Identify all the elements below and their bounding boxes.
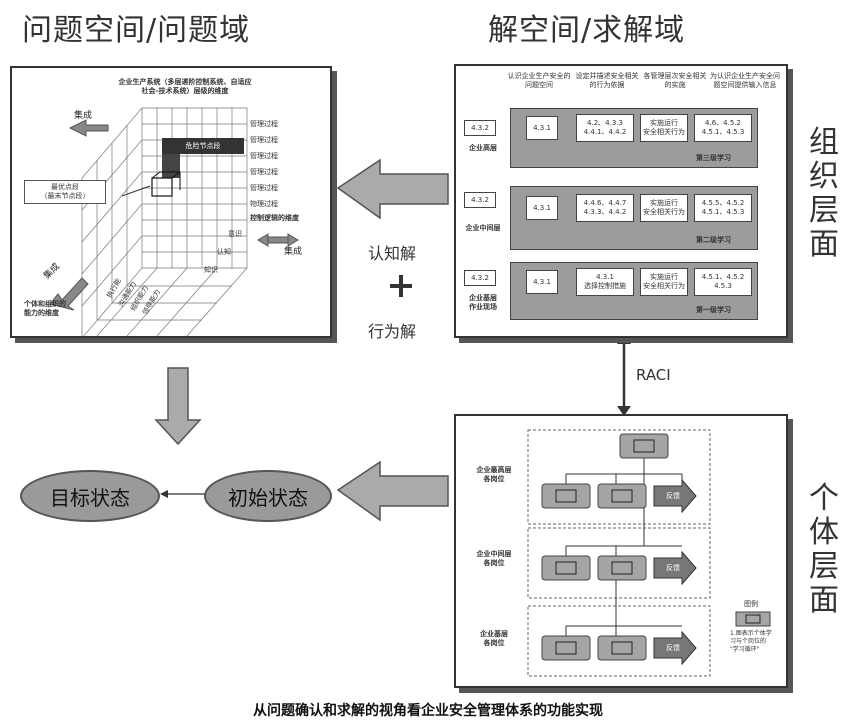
- process-label: 管理过程: [250, 168, 278, 176]
- org-cell: 4.5.1、4.5.2 4.5.3: [694, 268, 752, 296]
- process-label: 管理过程: [250, 184, 278, 192]
- initial-state: 初始状态: [204, 470, 332, 522]
- org-side-label: 企业高层: [469, 144, 497, 152]
- org-cell: 实施运行 安全相关行为: [640, 114, 688, 142]
- jicheng-right-label: 集成: [284, 247, 303, 257]
- cube-grid: [49, 107, 299, 336]
- org-side-label: 企业基层 作业现场: [469, 294, 497, 311]
- org-cell: 4.3.1: [526, 196, 558, 220]
- org-level-panel: 认识企业生产安全的问题空间 设定并描述安全相关的行为依据 各管理层次安全相关的实…: [454, 64, 788, 338]
- org-row: 4.3.2 企业基层 作业现场 4.3.1 4.3.1 选择控制措施 实施运行 …: [456, 260, 786, 334]
- org-row: 4.3.2 企业中间层 4.3.1 4.4.6、4.4.7 4.3.3、4.4.…: [456, 186, 786, 260]
- org-footer: 第二级学习: [696, 236, 731, 244]
- dangerous-zone-label: 危险节点段: [162, 138, 244, 154]
- org-cell: 4.3.1: [526, 270, 558, 294]
- org-footer: 第一级学习: [696, 306, 731, 314]
- feedback-label: 反馈: [666, 644, 680, 652]
- org-cell: 4.2、4.3.3 4.4.1、4.4.2: [576, 114, 634, 142]
- org-left-code: 4.3.2: [464, 192, 496, 208]
- org-left-code: 4.3.2: [464, 120, 496, 136]
- feedback-label: 反馈: [666, 564, 680, 572]
- stage-label-box: 最优点段 （最末节点段）: [24, 180, 106, 204]
- individual-level-label: 企业基层 各岗位: [480, 630, 508, 647]
- org-side-label: 企业中间层: [465, 224, 501, 232]
- individual-level-panel: 企业最高层 各岗位 企业中间层 各岗位 企业基层 各岗位 反馈 反馈 反馈 图例…: [454, 414, 788, 688]
- individual-level-label: 企业中间层 各岗位: [476, 550, 512, 567]
- legend-title: 图例: [744, 600, 758, 608]
- org-headers: 认识企业生产安全的问题空间 设定并描述安全相关的行为依据 各管理层次安全相关的实…: [506, 72, 781, 102]
- process-label-list: 管理过程 管理过程 管理过程 管理过程 管理过程 物理过程: [250, 120, 278, 216]
- org-cell: 4.6、4.5.2 4.5.1、4.5.3: [694, 114, 752, 142]
- problem-space-title: 问题空间/问题域: [22, 13, 251, 48]
- org-row: 4.3.2 企业高层 4.3.1 4.2、4.3.3 4.4.1、4.4.2 实…: [456, 106, 786, 180]
- figure-caption: 从问题确认和求解的视角看企业安全管理体系的功能实现: [253, 703, 603, 719]
- ability-axis-label: 个体和组织的 能力的维度: [24, 300, 66, 317]
- individual-level-label: 企业最高层 各岗位: [476, 466, 512, 483]
- org-header: 认识企业生产安全的问题空间: [507, 72, 571, 89]
- org-footer: 第三级学习: [696, 154, 731, 162]
- ind-level-title: 个体层面: [809, 481, 839, 618]
- cube-header: 企业生产系统（多层递阶控制系统、自适应 社会-技术系统）层级的维度: [118, 78, 252, 95]
- org-cell: 4.5.5、4.5.2 4.5.1、4.5.3: [694, 194, 752, 222]
- down-arrow: [154, 367, 202, 446]
- problem-space-panel: 企业生产系统（多层递阶控制系统、自适应 社会-技术系统）层级的维度: [10, 66, 332, 338]
- org-to-problem-arrow: [336, 158, 449, 220]
- depth-label: 意识: [228, 230, 242, 238]
- solution-space-title: 解空间/求解域: [488, 13, 686, 48]
- control-axis-label: 控制逻辑的维度: [250, 214, 299, 222]
- depth-label: 知识: [204, 266, 218, 274]
- target-state: 目标状态: [20, 470, 160, 522]
- process-label: 管理过程: [250, 136, 278, 144]
- jicheng-top-label: 集成: [74, 111, 93, 121]
- process-label: 管理过程: [250, 152, 278, 160]
- individual-network: [527, 429, 771, 677]
- org-cell: 实施运行 安全相关行为: [640, 194, 688, 222]
- legend-text: 1.图表示个体学 习与个岗位的 "学习循环": [730, 630, 772, 653]
- feedback-label: 反馈: [666, 492, 680, 500]
- org-header: 设定并描述安全相关的行为依据: [575, 72, 639, 89]
- org-left-code: 4.3.2: [464, 270, 496, 286]
- process-label: 物理过程: [250, 200, 278, 208]
- raci-label: RACI: [636, 366, 671, 384]
- org-cell: 4.3.1: [526, 116, 558, 140]
- cognitive-solution-label: 认知解: [368, 244, 417, 263]
- depth-label: 认知: [217, 248, 231, 256]
- org-level-title: 组织层面: [809, 125, 839, 262]
- org-cell: 4.4.6、4.4.7 4.3.3、4.4.2: [576, 194, 634, 222]
- org-cell: 实施运行 安全相关行为: [640, 268, 688, 296]
- individual-to-state-arrow: [336, 460, 449, 522]
- process-label: 管理过程: [250, 120, 278, 128]
- behavior-solution-label: 行为解: [368, 322, 417, 341]
- org-header: 各管理层次安全相关的实施: [643, 72, 707, 89]
- org-header: 为认识企业生产安全问题空间提供输入信息: [710, 72, 780, 89]
- org-cell: 4.3.1 选择控制措施: [576, 268, 634, 296]
